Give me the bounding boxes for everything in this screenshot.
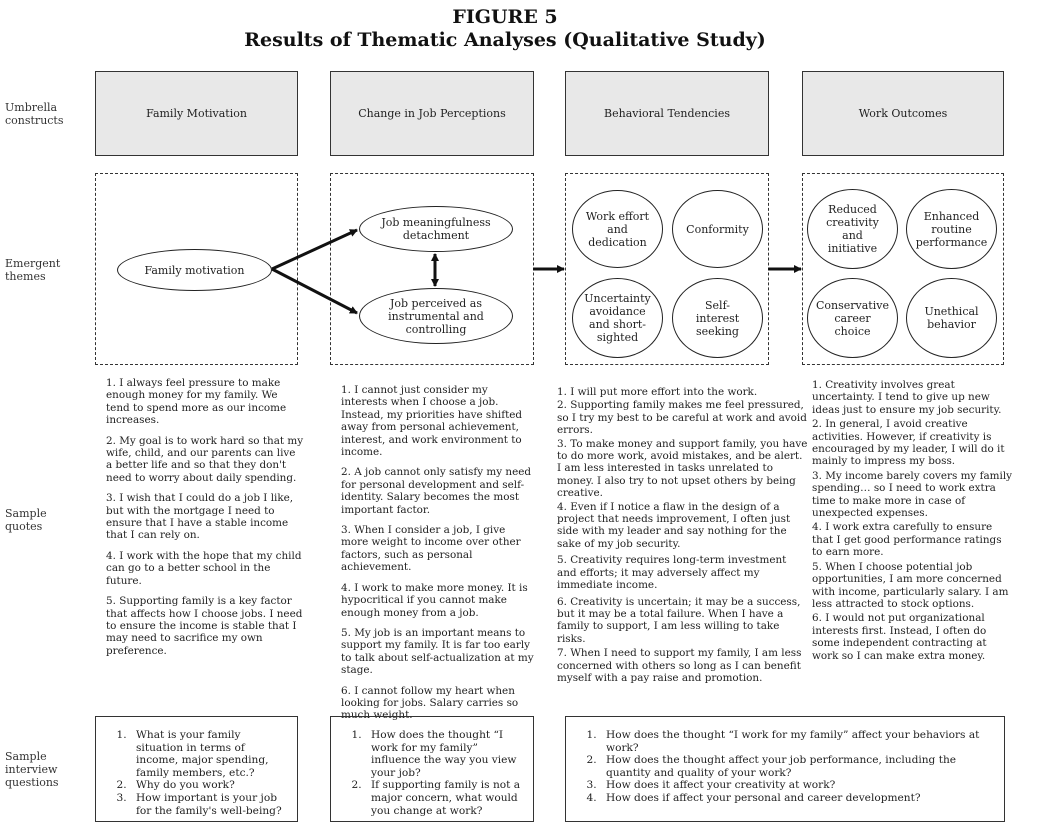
question-perceptions-1: How does the thought “I work for my fami… — [365, 729, 525, 779]
quote-behavioral-3: 3. To make money and support family, you… — [557, 437, 808, 500]
questions-box-family: What is your family situation in terms o… — [95, 716, 298, 822]
figure-label: FIGURE 5 — [452, 6, 558, 28]
quote-perceptions-6: 6. I cannot follow my heart when looking… — [341, 684, 519, 722]
theme-work-effort-dedication: Work effort and dedication — [572, 190, 663, 268]
quote-outcomes-2: 2. In general, I avoid creative activiti… — [812, 418, 1005, 468]
row-label-questions: Sample interview questions — [5, 750, 59, 789]
quote-behavioral-6: 6. Creativity is uncertain; it may be a … — [557, 595, 801, 645]
quote-behavioral-2: 2. Supporting family makes me feel press… — [557, 399, 807, 437]
theme-job-instrumental-controlling: Job perceived as instrumental and contro… — [359, 288, 513, 344]
quote-behavioral-4: 4. Even if I notice a flaw in the design… — [557, 500, 791, 550]
quote-family-3: 3. I wish that I could do a job I like, … — [106, 492, 294, 542]
quotes-outcomes: 1. Creativity involves great uncertainty… — [812, 379, 1012, 670]
quote-perceptions-1: 1. I cannot just consider my interests w… — [341, 384, 523, 459]
theme-job-meaningfulness-detachment: Job meaningfulness detachment — [359, 206, 513, 252]
umbrella-work-outcomes: Work Outcomes — [802, 71, 1004, 156]
theme-enhanced-routine-performance: Enhanced routine performance — [906, 189, 997, 269]
umbrella-behavioral-tendencies: Behavioral Tendencies — [565, 71, 769, 156]
quote-outcomes-6: 6. I would not put organizational intere… — [812, 612, 987, 662]
quote-outcomes-5: 5. When I choose potential job opportuni… — [812, 560, 1009, 610]
quote-behavioral-5: 5. Creativity requires long-term investm… — [557, 554, 787, 592]
quote-behavioral-1: 1. I will put more effort into the work. — [557, 386, 758, 398]
row-label-emergent: Emergent themes — [5, 257, 61, 283]
arrow-family-to-meaningfulness — [271, 228, 358, 271]
theme-uncertainty-avoidance: Uncertainty avoidance and short-sighted — [572, 278, 663, 358]
questions-box-perceptions: How does the thought “I work for my fami… — [330, 716, 534, 822]
quote-behavioral-7: 7. When I need to support my family, I a… — [557, 647, 802, 684]
quote-perceptions-2: 2. A job cannot only satisfy my need for… — [341, 466, 532, 516]
quote-family-4: 4. I work with the hope that my child ca… — [106, 549, 302, 587]
figure-title: Results of Thematic Analyses (Qualitativ… — [244, 29, 766, 51]
quotes-perceptions: 1. I cannot just consider my interests w… — [341, 384, 534, 730]
quote-perceptions-3: 3. When I consider a job, I give more we… — [341, 524, 521, 574]
question-outcomes-3: How does it affect your creativity at wo… — [600, 779, 996, 792]
quotes-behavioral: 1. I will put more effort into the work.… — [557, 386, 809, 692]
theme-conformity: Conformity — [672, 190, 763, 268]
quote-outcomes-4: 4. I work extra carefully to ensure that… — [812, 521, 1002, 559]
question-perceptions-2: If supporting family is not a major conc… — [365, 779, 525, 817]
theme-reduced-creativity: Reduced creativity and initiative — [807, 189, 898, 269]
arrow-family-to-instrumental — [271, 267, 358, 315]
theme-unethical-behavior: Unethical behavior — [906, 278, 997, 358]
quote-perceptions-5: 5. My job is an important means to suppo… — [341, 626, 534, 677]
row-label-umbrella: Umbrella constructs — [5, 101, 64, 127]
quote-outcomes-3: 3. My income barely covers my family spe… — [812, 469, 1013, 520]
question-outcomes-4: How does if affect your personal and car… — [600, 792, 996, 805]
quote-family-2: 2. My goal is to work hard so that my wi… — [106, 434, 304, 484]
row-label-quotes: Sample quotes — [5, 507, 47, 533]
question-outcomes-2: How does the thought affect your job per… — [600, 754, 996, 779]
themes-box-behavioral: Work effort and dedication Conformity Un… — [565, 173, 769, 365]
quote-perceptions-4: 4. I work to make more money. It is hypo… — [341, 581, 528, 619]
umbrella-family-motivation: Family Motivation — [95, 71, 298, 156]
themes-box-outcomes: Reduced creativity and initiative Enhanc… — [802, 173, 1004, 365]
question-outcomes-1: How does the thought “I work for my fami… — [600, 729, 996, 754]
theme-self-interest-seeking: Self-interest seeking — [672, 278, 763, 358]
quote-family-5: 5. Supporting family is a key factor tha… — [106, 595, 303, 657]
umbrella-change-in-job-perceptions: Change in Job Perceptions — [330, 71, 534, 156]
question-family-1: What is your family situation in terms o… — [130, 729, 289, 779]
quotes-family: 1. I always feel pressure to make enough… — [106, 377, 304, 665]
question-family-2: Why do you work? — [130, 779, 289, 792]
quote-outcomes-1: 1. Creativity involves great uncertainty… — [812, 379, 1002, 416]
questions-box-outcomes: How does the thought “I work for my fami… — [565, 716, 1005, 822]
theme-family-motivation: Family motivation — [117, 249, 272, 291]
question-family-3: How important is your job for the family… — [130, 792, 289, 817]
theme-conservative-career-choice: Conservative career choice — [807, 278, 898, 358]
themes-box-perceptions: Job meaningfulness detachment Job percei… — [330, 173, 534, 365]
themes-box-family: Family motivation — [95, 173, 298, 365]
quote-family-1: 1. I always feel pressure to make enough… — [106, 377, 287, 427]
